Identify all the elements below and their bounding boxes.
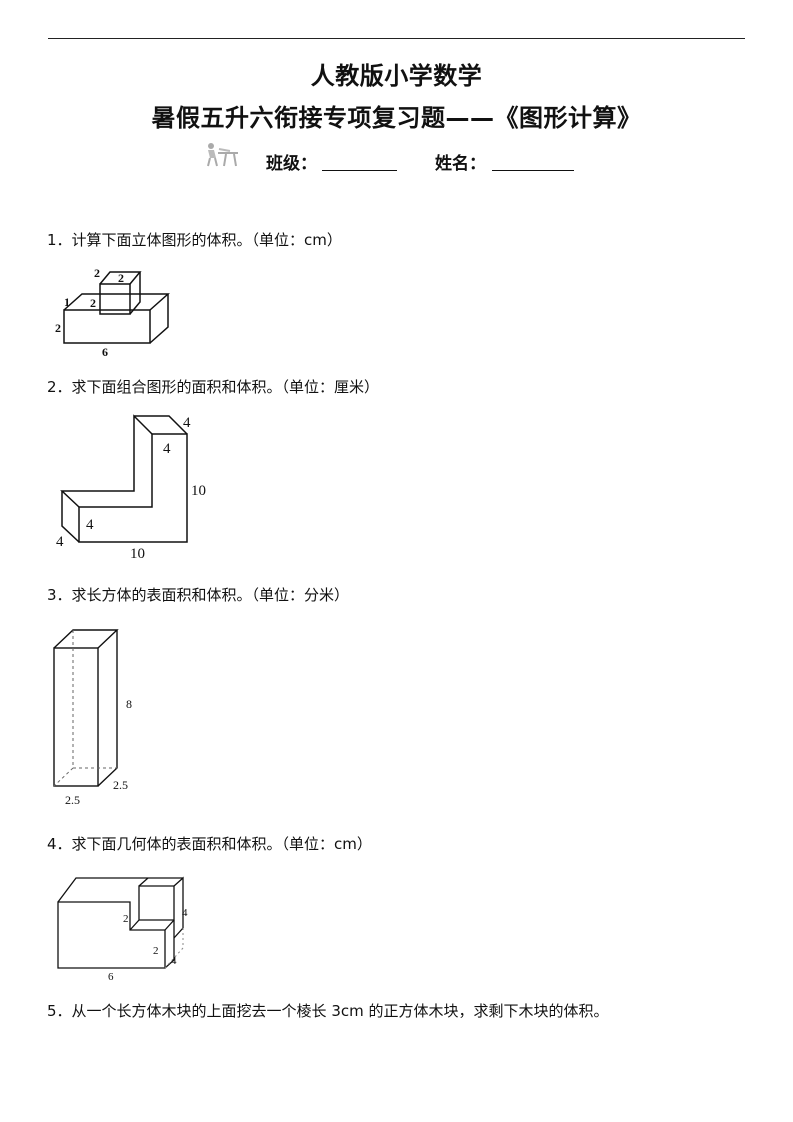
fig4-label-length: 6 <box>108 971 114 983</box>
student-info-row: 班级： 姓名： <box>0 148 793 176</box>
fig2-label-top-width: 4 <box>163 441 171 457</box>
fig3-label-width: 2.5 <box>65 793 80 807</box>
page-subtitle: 暑假五升六衔接专项复习题——《图形计算》 <box>151 104 642 132</box>
fig4-label-cut-h: 2 <box>153 945 159 957</box>
fig1-label-top-w: 2 <box>94 266 100 280</box>
fig4-label-depth: 4 <box>171 955 177 967</box>
name-label: 姓名： <box>435 154 486 174</box>
fig2-label-length: 10 <box>130 546 145 562</box>
fig3-label-depth: 2.5 <box>113 778 128 792</box>
question-5: 5．从一个长方体木块的上面挖去一个棱长 3cm 的正方体木块，求剩下木块的体积。 <box>47 1002 609 1020</box>
question-1: 1．计算下面立体图形的体积。（单位：cm） <box>47 231 342 249</box>
figure-2-l-shaped-prism: 4 4 10 4 4 10 <box>56 414 206 562</box>
fig4-label-cut-w: 2 <box>123 913 129 925</box>
figure-3-cuboid: 8 2.5 2.5 <box>53 629 132 807</box>
header-rule <box>48 38 745 39</box>
question-3: 3．求长方体的表面积和体积。（单位：分米） <box>47 586 350 604</box>
student-desk-icon <box>207 143 238 167</box>
fig1-label-mid-d: 1 <box>64 295 70 309</box>
fig1-label-top-d: 2 <box>118 271 124 285</box>
figure-4-notched-cuboid: 2 4 2 4 6 <box>57 876 188 983</box>
fig1-label-mid-h: 2 <box>90 296 96 310</box>
fig1-label-base-w: 6 <box>102 345 108 359</box>
question-2: 2．求下面组合图形的面积和体积。（单位：厘米） <box>47 378 380 396</box>
class-label: 班级： <box>266 154 317 174</box>
name-blank[interactable] <box>492 170 574 171</box>
page-title: 人教版小学数学 <box>310 62 483 90</box>
fig2-label-top-depth: 4 <box>183 415 191 431</box>
fig4-label-right-4: 4 <box>182 907 188 919</box>
class-blank[interactable] <box>322 170 397 171</box>
fig2-label-depth: 4 <box>56 534 64 550</box>
fig3-label-height: 8 <box>126 697 132 711</box>
fig2-label-height: 10 <box>191 483 206 499</box>
question-4: 4．求下面几何体的表面积和体积。（单位：cm） <box>47 835 372 853</box>
fig1-label-base-h: 2 <box>55 321 61 335</box>
figure-1-stepped-prism: 2 2 1 2 2 6 <box>55 266 170 359</box>
fig2-label-front-height: 4 <box>86 517 94 533</box>
